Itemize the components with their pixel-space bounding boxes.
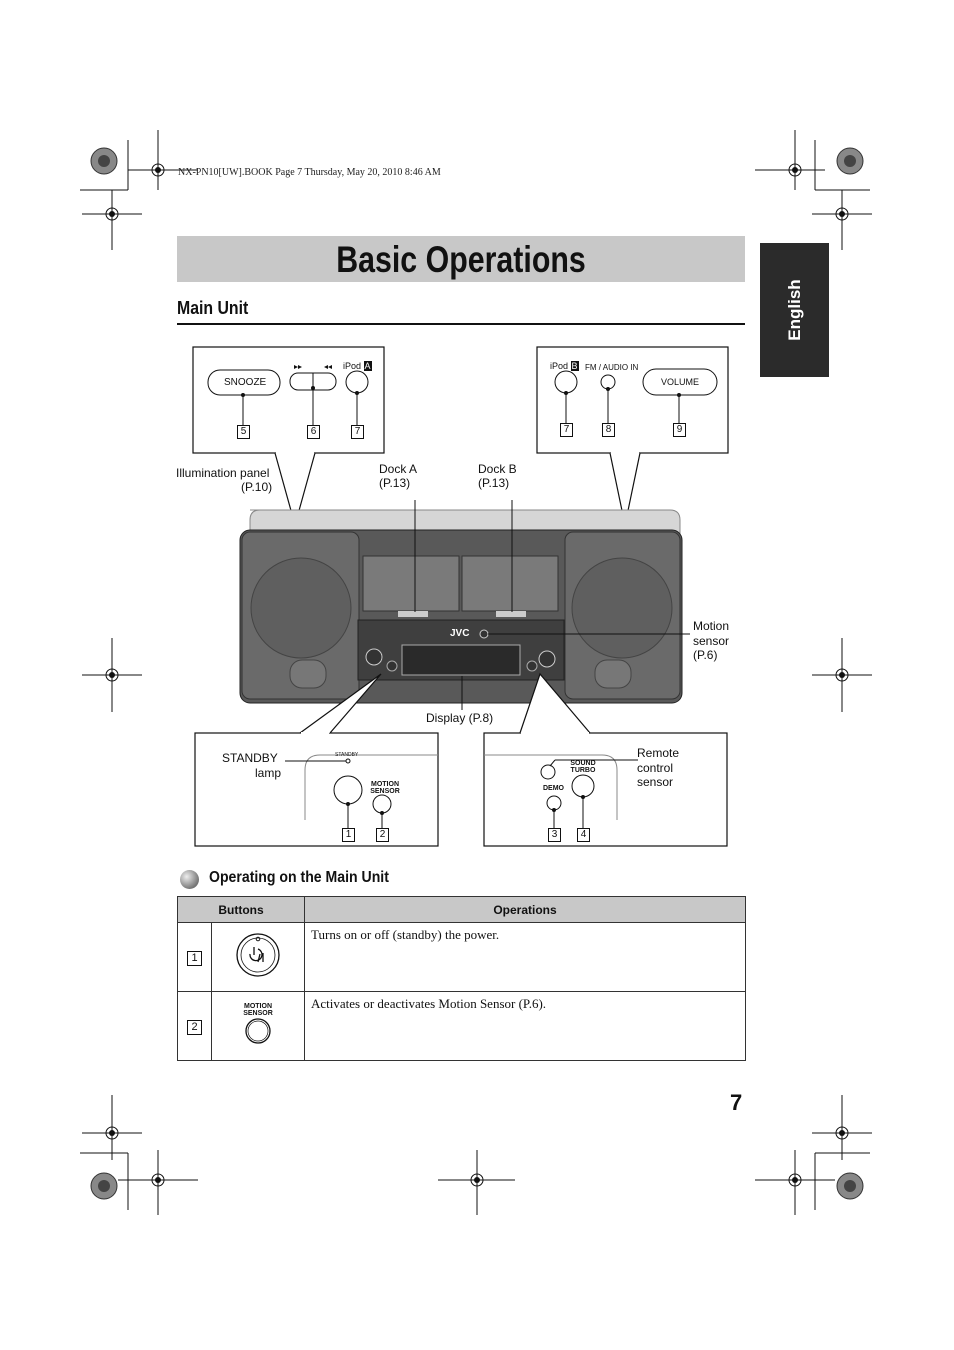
num-3: 3 bbox=[548, 828, 561, 842]
num-7b: 7 bbox=[560, 423, 573, 437]
dock-a-ref: (P.13) bbox=[379, 476, 411, 490]
motion-sensor-small-label: MOTION SENSOR bbox=[370, 781, 400, 795]
fm-audio-in-button-illustration bbox=[600, 374, 616, 390]
header-buttons: Buttons bbox=[177, 896, 305, 923]
ipod-a-badge: A bbox=[363, 361, 372, 371]
num-5: 5 bbox=[237, 425, 250, 439]
language-tab-label: English bbox=[784, 279, 804, 341]
fm-audio-label: FM / AUDIO IN bbox=[585, 363, 639, 372]
right-speaker bbox=[571, 557, 673, 659]
subsection-heading: Operating on the Main Unit bbox=[209, 869, 389, 886]
display-panel bbox=[401, 644, 521, 676]
remote-label: Remote bbox=[637, 746, 680, 760]
motion-label-2: sensor bbox=[693, 634, 730, 648]
illumination-label: Illumination panel bbox=[176, 466, 270, 480]
ipod-b-badge: B bbox=[570, 361, 579, 371]
motion-ref: (P.6) bbox=[693, 648, 718, 662]
operation-cell: Turns on or off (standby) the power. bbox=[304, 922, 746, 992]
left-speaker bbox=[250, 557, 352, 659]
remote-sensor-illustration bbox=[540, 764, 556, 780]
ipod-a-label: iPod A bbox=[343, 361, 372, 371]
bullet-icon bbox=[180, 870, 199, 889]
standby-label-2: lamp bbox=[255, 766, 282, 780]
table-row: 1 Turns on or off (standby) the power. bbox=[177, 922, 746, 992]
standby-small-label: STANDBY bbox=[335, 752, 359, 758]
motion-sensor-button-icon bbox=[245, 1018, 271, 1044]
volume-label: VOLUME bbox=[661, 377, 700, 387]
jvc-logo: JVC bbox=[450, 628, 470, 639]
illumination-ref: (P.10) bbox=[241, 480, 273, 494]
table-header-row: Buttons Operations bbox=[177, 896, 746, 923]
remote-label-3: sensor bbox=[637, 775, 674, 789]
num-9: 9 bbox=[673, 423, 686, 437]
ipod-b-button-illustration bbox=[554, 370, 578, 394]
row-number-cell: 2 bbox=[177, 991, 212, 1061]
dock-a-label: Dock A bbox=[379, 462, 418, 476]
snooze-label: SNOOZE bbox=[224, 377, 267, 388]
ipod-b-text: iPod bbox=[550, 361, 569, 371]
operations-table: Buttons Operations 1 Turns on or off (st… bbox=[177, 896, 746, 1061]
button-cell: MOTION SENSOR bbox=[211, 991, 305, 1061]
main-unit-diagram bbox=[192, 346, 729, 847]
sound-turbo-button-illustration bbox=[571, 774, 595, 798]
language-tab: English bbox=[760, 243, 829, 377]
callout-bottom-right bbox=[483, 732, 728, 847]
ipod-b-label: iPod B bbox=[550, 361, 579, 371]
demo-button-illustration bbox=[546, 795, 562, 811]
num-1: 1 bbox=[342, 828, 355, 842]
section-heading: Main Unit bbox=[177, 298, 249, 318]
motion-sensor-dot bbox=[479, 629, 489, 639]
page-number: 7 bbox=[730, 1090, 743, 1115]
power-button-icon bbox=[236, 933, 280, 977]
callout-bottom-left bbox=[194, 732, 439, 847]
dock-b-ref: (P.13) bbox=[478, 476, 510, 490]
num-8: 8 bbox=[602, 423, 615, 437]
remote-label-2: control bbox=[637, 761, 674, 775]
num-4: 4 bbox=[577, 828, 590, 842]
motion-sensor-button-label: MOTION SENSOR bbox=[243, 1003, 273, 1017]
row-number-cell: 1 bbox=[177, 922, 212, 992]
dock-b bbox=[461, 555, 559, 612]
num-2: 2 bbox=[376, 828, 389, 842]
table-row: 2 MOTION SENSOR Activates or deactivates… bbox=[177, 991, 746, 1061]
row-number: 2 bbox=[187, 1019, 202, 1035]
motion-sensor-button-illustration bbox=[372, 794, 392, 814]
page-title: Basic Operations bbox=[336, 239, 586, 280]
num-7a: 7 bbox=[351, 425, 364, 439]
title-bar: Basic Operations bbox=[177, 236, 745, 282]
row-number: 1 bbox=[187, 950, 202, 966]
power-button-illustration bbox=[333, 775, 363, 805]
operation-cell: Activates or deactivates Motion Sensor (… bbox=[304, 991, 746, 1061]
button-cell bbox=[211, 922, 305, 992]
file-header: NX-PN10[UW].BOOK Page 7 Thursday, May 20… bbox=[178, 167, 441, 178]
header-operations: Operations bbox=[304, 896, 746, 923]
demo-label: DEMO bbox=[543, 785, 564, 792]
ipod-a-text: iPod bbox=[343, 361, 362, 371]
dock-a bbox=[362, 555, 460, 612]
standby-label: STANDBY bbox=[222, 751, 278, 765]
ipod-a-button-illustration bbox=[345, 370, 369, 394]
motion-label: Motion bbox=[693, 619, 730, 633]
dock-b-label: Dock B bbox=[478, 462, 517, 476]
sound-turbo-label: SOUND TURBO bbox=[570, 760, 596, 774]
display-label: Display (P.8) bbox=[426, 711, 494, 725]
section-rule bbox=[177, 323, 745, 325]
num-6: 6 bbox=[307, 425, 320, 439]
